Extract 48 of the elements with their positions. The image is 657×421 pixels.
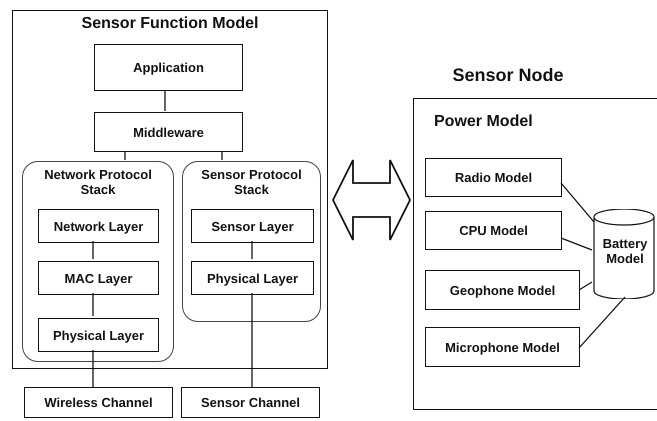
frame-title: Power Model (434, 113, 534, 132)
layer-box (94, 112, 243, 152)
box-label: Middleware (133, 124, 204, 140)
box-label: Radio Model (454, 170, 532, 185)
connector-line (221, 151, 223, 160)
box-label: Geophone Model (450, 282, 556, 298)
layer-box (94, 44, 243, 91)
layer-box (425, 211, 562, 250)
connector-line (164, 90, 166, 111)
layer-box (425, 158, 562, 197)
stack-group (182, 161, 321, 322)
connector-line (251, 241, 253, 259)
box-label: Application (133, 60, 204, 75)
frame-title: Sensor Function Model (80, 15, 260, 34)
layer-box (181, 387, 320, 418)
layer-box (38, 261, 159, 295)
box-label: CPU Model (459, 223, 528, 238)
layer-box (24, 387, 173, 418)
layer-box (425, 270, 580, 310)
box-label: Battery Model (602, 237, 648, 267)
box-label: Microphone Model (445, 340, 560, 354)
group-title: Network Protocol Stack (43, 168, 153, 198)
double-arrow (332, 159, 411, 241)
box-label: Physical Layer (52, 328, 144, 342)
box-label: Wireless Channel (44, 395, 153, 410)
connector-line (124, 151, 126, 160)
box-label: Sensor Layer (211, 218, 294, 234)
layer-box (191, 261, 314, 295)
node-title: Sensor Node (451, 65, 565, 86)
connector-line (92, 350, 94, 387)
stack-group (22, 161, 174, 362)
connector-line (251, 293, 253, 387)
connector-line (578, 281, 592, 291)
connector-line (92, 241, 94, 259)
group-title: Sensor Protocol Stack (200, 168, 303, 198)
connector-line (560, 182, 594, 222)
box-label: MAC Layer (64, 270, 132, 286)
connector-line (92, 293, 94, 316)
connector-line (578, 296, 626, 348)
connector-line (560, 237, 592, 251)
box-label: Network Layer (54, 218, 144, 234)
layer-box (38, 209, 159, 243)
layer-box (191, 209, 314, 243)
model-frame (12, 10, 328, 369)
layer-box (425, 327, 580, 367)
layer-box (38, 318, 159, 352)
box-label: Sensor Channel (201, 395, 300, 410)
box-label: Physical Layer (206, 270, 298, 286)
